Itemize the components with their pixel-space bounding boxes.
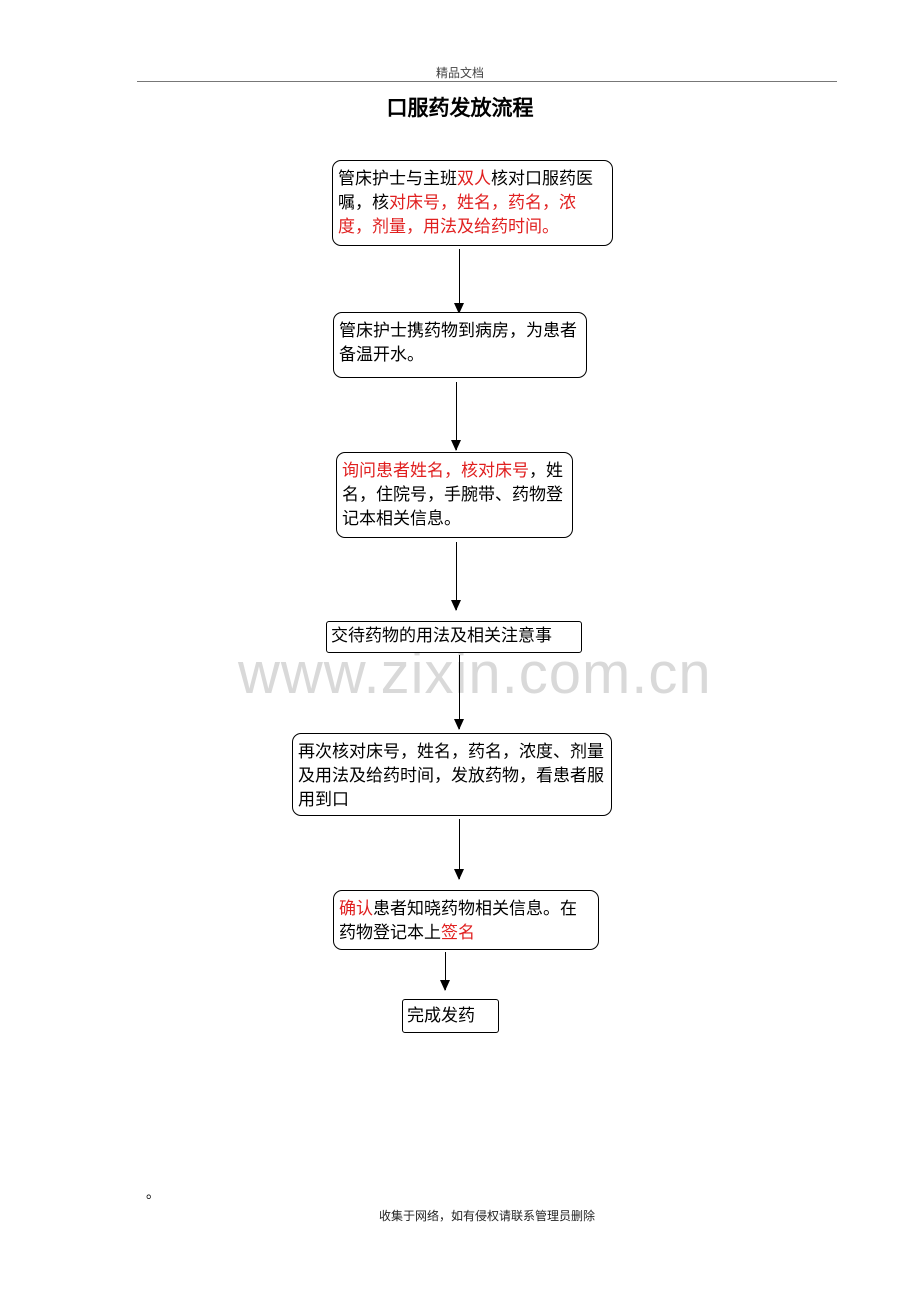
step-2-text-1: 管床护士携药物到病房，为患者备温开水。	[339, 321, 577, 365]
flow-arrow-5	[454, 819, 464, 880]
page-footer-text: 收集于网络，如有侵权请联系管理员删除	[378, 1209, 595, 1223]
step-3-text-2: ，姓名，住院号，手腕带、药物登记本相关信息。	[342, 461, 563, 529]
flow-arrow-6	[440, 952, 450, 991]
flow-step-5: 再次核对床号，姓名，药名，浓度、剂量及用法及给药时间，发放药物，看患者服用到口	[292, 733, 612, 816]
flow-arrow-4	[454, 655, 464, 730]
flow-step-2: 管床护士携药物到病房，为患者备温开水。	[333, 312, 587, 378]
step-1-text-1: 管床护士与主班	[338, 169, 457, 189]
header-divider	[137, 81, 837, 82]
step-4-text-1: 交待药物的用法及相关注意事	[331, 626, 552, 646]
step-7-text-1: 完成发药	[407, 1006, 475, 1026]
step-5-text-1: 再次核对床号，姓名，药名，浓度、剂量及用法及给药时间，发放药物，看患者服用到口	[298, 742, 604, 810]
document-title: 口服药发放流程	[386, 96, 534, 120]
flow-arrow-3	[451, 542, 461, 611]
step-1-text-4: 对床号，姓名，药名，浓度，剂量，用法及给药时间。	[338, 193, 576, 237]
page-header-text: 精品文档	[435, 66, 484, 80]
step-1-text-3: 核对口服药医嘱，核	[338, 169, 593, 213]
stray-punctuation: 。	[146, 1186, 160, 1202]
flow-step-6: 确认患者知晓药物相关信息。在药物登记本上签名	[333, 890, 599, 950]
step-1-text-2: 双人	[457, 169, 491, 189]
flow-step-7: 完成发药	[402, 999, 499, 1033]
step-6-text-2: 患者知晓药物相关信息。在药物登记本上	[339, 899, 577, 943]
flow-arrow-1	[454, 249, 464, 314]
flow-arrow-2	[451, 382, 461, 451]
step-6-text-1: 确认	[339, 899, 373, 919]
flow-step-4: 交待药物的用法及相关注意事	[326, 621, 582, 653]
flow-step-1: 管床护士与主班双人核对口服药医嘱，核对床号，姓名，药名，浓度，剂量，用法及给药时…	[332, 160, 613, 246]
step-3-text-1: 询问患者姓名，核对床号	[342, 461, 529, 481]
flow-step-3: 询问患者姓名，核对床号，姓名，住院号，手腕带、药物登记本相关信息。	[336, 452, 573, 538]
step-6-text-3: 签名	[441, 923, 475, 943]
